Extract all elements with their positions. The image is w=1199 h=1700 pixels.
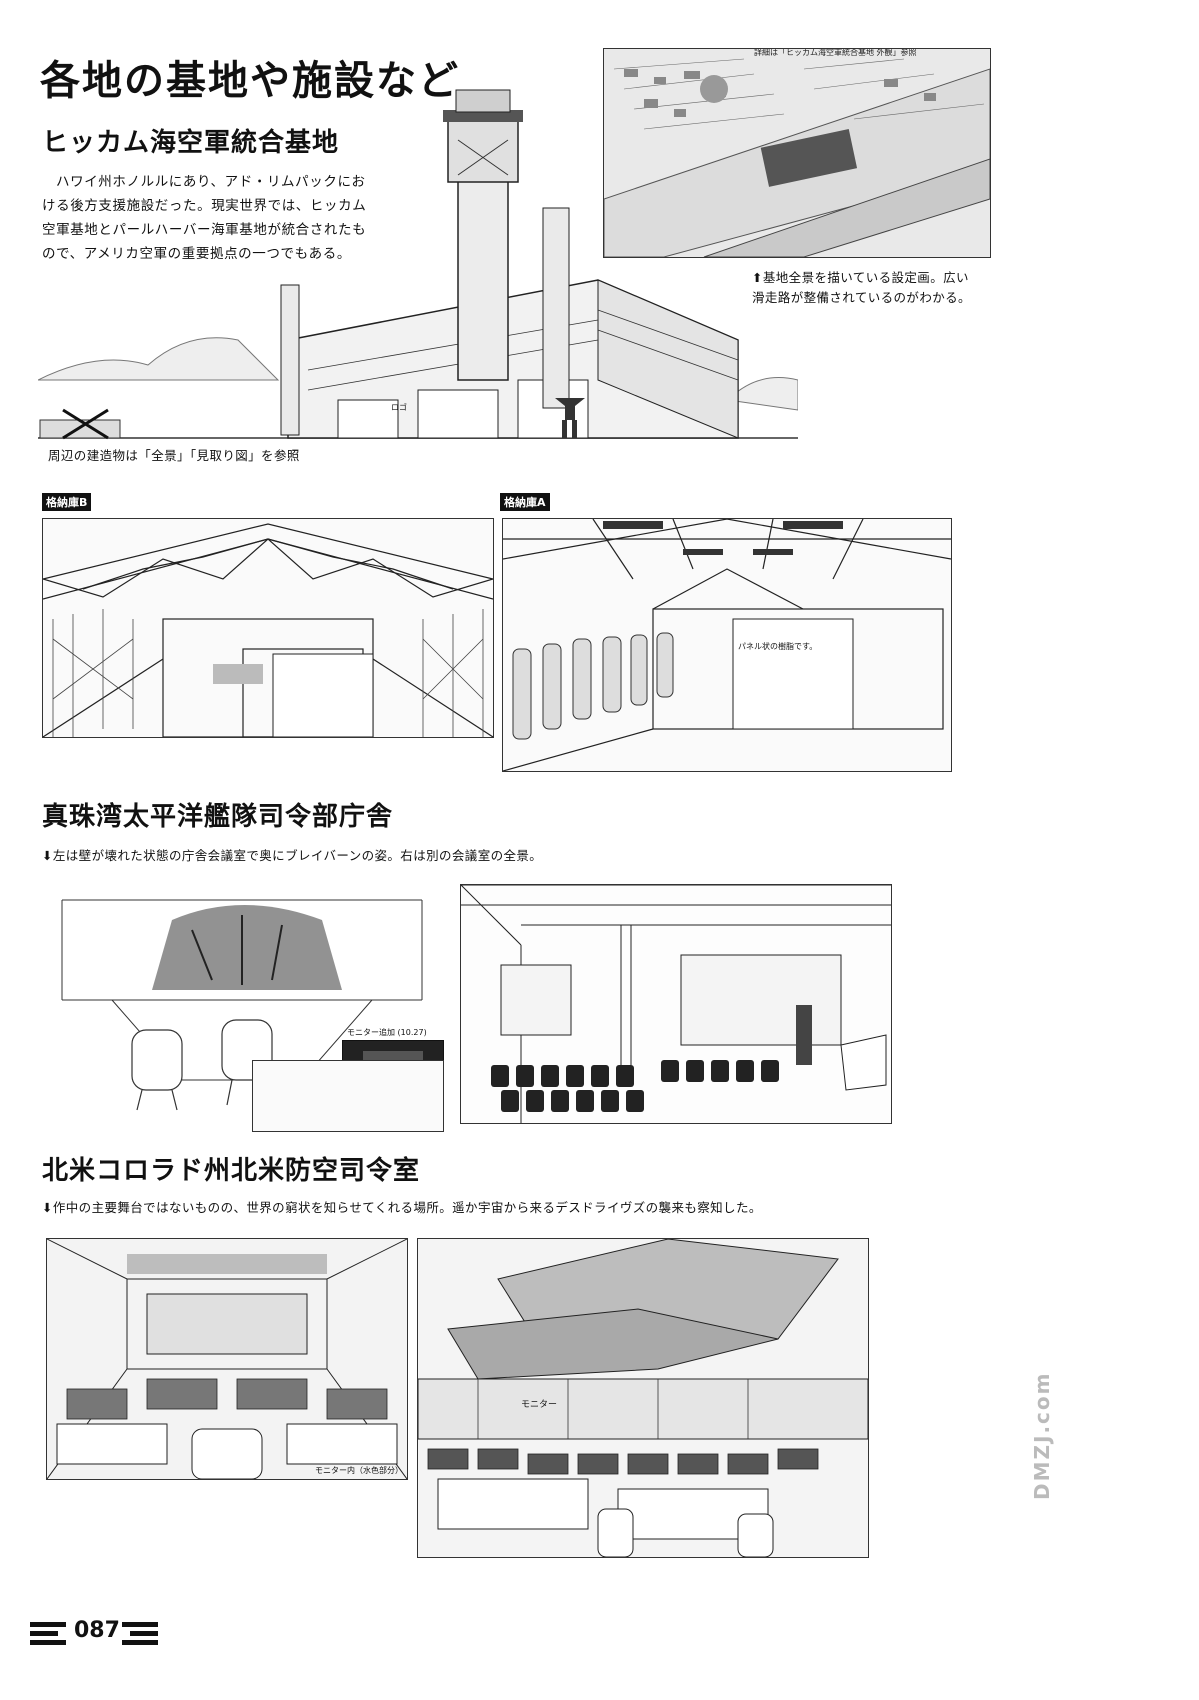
footer-bars-left: [30, 1622, 66, 1649]
building-sign: ロゴ: [391, 403, 407, 412]
aerial-note: 詳細は「ヒッカム海空軍統合基地 外観」参照: [754, 48, 917, 57]
section-title-norad: 北米コロラド州北米防空司令室: [42, 1156, 421, 1186]
hangar-a-note: パネル状の樹脂です。: [738, 642, 818, 651]
aerial-base-illustration: 詳細は「ヒッカム海空軍統合基地 外観」参照: [603, 48, 991, 258]
section-title-hickam: ヒッカム海空軍統合基地: [42, 128, 340, 158]
norad-caption: ⬇作中の主要舞台ではないものの、世界の窮状を知らせてくれる場所。遥か宇宙から来る…: [42, 1198, 762, 1218]
hangar-b-label: 格納庫B: [42, 493, 92, 511]
aerial-caption-line2: 滑走路が整備されているのがわかる。: [752, 290, 971, 305]
section-title-pearl: 真珠湾太平洋艦隊司令部庁舎: [42, 802, 394, 832]
pearl-conference-destroyed: モニター追加 (10.27): [42, 880, 444, 1132]
monitor-note: モニター追加 (10.27): [347, 1028, 427, 1037]
aerial-caption-line1: 基地全景を描いている設定画。広い: [762, 270, 969, 285]
footer-bars-right: [122, 1622, 158, 1649]
arrow-down-icon: ⬇: [42, 848, 53, 863]
hickam-body: ハワイ州ホノルルにあり、アド・リムパックにおける後方支援施設だった。現実世界では…: [42, 174, 367, 262]
norad-caption-text: 作中の主要舞台ではないものの、世界の窮状を知らせてくれる場所。遥か宇宙から来るデ…: [52, 1200, 762, 1215]
norad-left-note: モニター内（水色部分）: [315, 1466, 403, 1475]
arrow-down-icon: ⬇: [42, 1200, 53, 1215]
pearl-caption-text: 左は壁が壊れた状態の庁舎会議室で奥にブレイバーンの姿。右は別の会議室の全景。: [52, 848, 543, 863]
norad-monitor-label: モニター: [521, 1400, 558, 1410]
pearl-caption: ⬇左は壁が壊れた状態の庁舎会議室で奥にブレイバーンの姿。右は別の会議室の全景。: [42, 846, 542, 866]
hangar-b-illustration: [42, 518, 494, 738]
page-title: 各地の基地や施設など: [40, 58, 460, 104]
norad-room-right: モニター: [417, 1238, 869, 1558]
pearl-conference-room: [460, 884, 892, 1124]
watermark: DMZJ.com: [1030, 1371, 1054, 1500]
hangar-a-illustration: パネル状の樹脂です。: [502, 518, 952, 772]
aerial-caption: ⬆基地全景を描いている設定画。広い 滑走路が整備されているのがわかる。: [752, 268, 971, 308]
building-caption: 周辺の建造物は「全景」「見取り図」を参照: [48, 448, 300, 463]
page-number: 087: [74, 1618, 120, 1643]
hangar-a-label: 格納庫A: [500, 493, 550, 511]
floor-plan-inset: [252, 1060, 444, 1132]
arrow-up-icon: ⬆: [752, 270, 763, 285]
norad-room-left: モニター内（水色部分）: [46, 1238, 408, 1480]
hickam-building-illustration: ロゴ: [37, 80, 799, 450]
